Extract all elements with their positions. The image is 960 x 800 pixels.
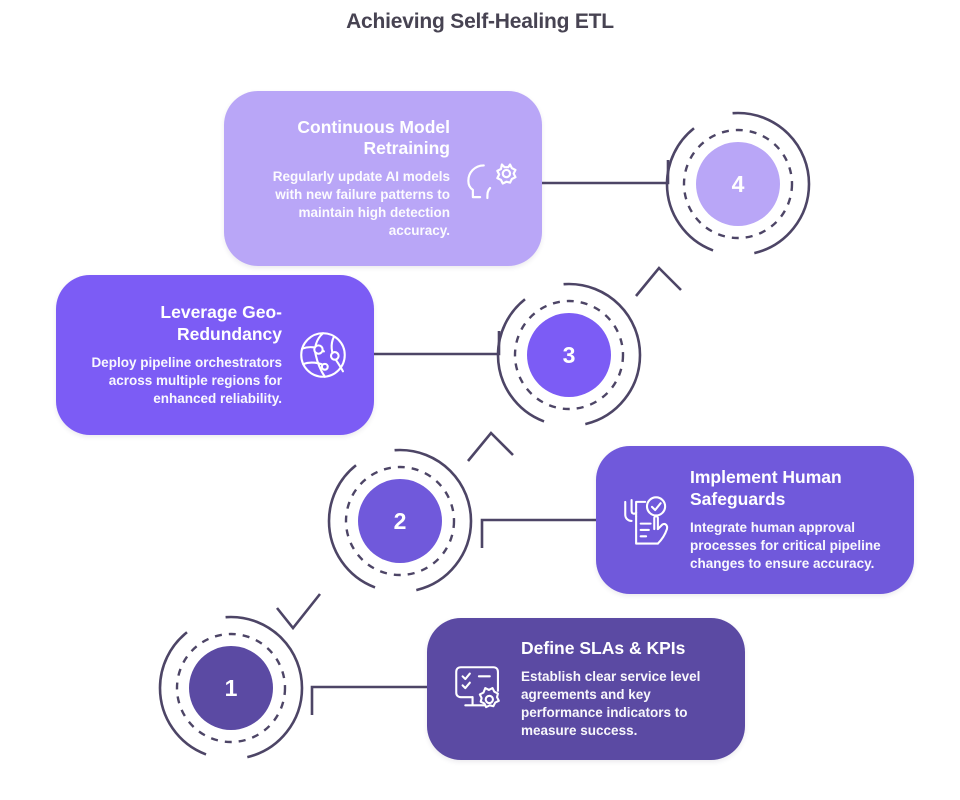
wire-badge1-to-card1	[310, 685, 438, 715]
badge-outer-ring-4	[665, 111, 811, 257]
badge-outer-ring-3	[496, 282, 642, 428]
wire-card4-to-badge4	[541, 160, 670, 185]
badge-dashed-ring-1	[175, 632, 287, 744]
step-card-3[interactable]: Leverage Geo-Redundancy Deploy pipeline …	[56, 275, 374, 435]
wire-badge4-to-badge3	[634, 266, 682, 297]
ai-brain-gear-icon	[462, 150, 520, 208]
step-badge-2[interactable]: 2	[326, 447, 474, 595]
badge-fill-1	[189, 646, 273, 730]
wire-card3-to-badge3	[372, 331, 501, 356]
hands-document-check-icon	[618, 491, 676, 549]
step-card-title-1: Define SLAs & KPIs	[521, 637, 686, 658]
step-badge-1[interactable]: 1	[157, 614, 305, 762]
badge-outer-ring-1	[158, 615, 304, 761]
wire-badge3-to-badge2	[466, 431, 514, 462]
step-card-description-2: Integrate human approval processes for c…	[690, 519, 881, 571]
badge-fill-2	[358, 479, 442, 563]
badge-dashed-ring-4	[682, 128, 794, 240]
step-card-description-3: Deploy pipeline orchestrators across mul…	[91, 354, 282, 406]
step-card-1[interactable]: Define SLAs & KPIs Establish clear servi…	[427, 618, 745, 760]
badge-fill-4	[696, 142, 780, 226]
badge-outer-ring-2	[327, 448, 473, 594]
step-card-title-2: Implement Human Safeguards	[690, 467, 842, 509]
wire-badge2-to-badge1	[275, 593, 322, 631]
step-card-2[interactable]: Implement Human Safeguards Integrate hum…	[596, 446, 914, 594]
step-card-title-4: Continuous Model Retraining	[297, 116, 450, 159]
step-badge-3[interactable]: 3	[495, 281, 643, 429]
page-title: Achieving Self-Healing ETL	[346, 10, 614, 33]
badge-dashed-ring-2	[344, 465, 456, 577]
step-card-description-1: Establish clear service level agreements…	[521, 669, 701, 739]
step-card-description-4: Regularly update AI models with new fail…	[272, 169, 450, 239]
step-card-4[interactable]: Continuous Model Retraining Regularly up…	[224, 91, 542, 266]
step-card-title-3: Leverage Geo-Redundancy	[160, 302, 282, 344]
wire-badge2-to-card2	[480, 518, 608, 548]
badge-fill-3	[527, 313, 611, 397]
step-badge-4[interactable]: 4	[664, 110, 812, 258]
checklist-monitor-gear-icon	[449, 660, 507, 718]
badge-dashed-ring-3	[513, 299, 625, 411]
globe-network-icon	[294, 326, 352, 384]
